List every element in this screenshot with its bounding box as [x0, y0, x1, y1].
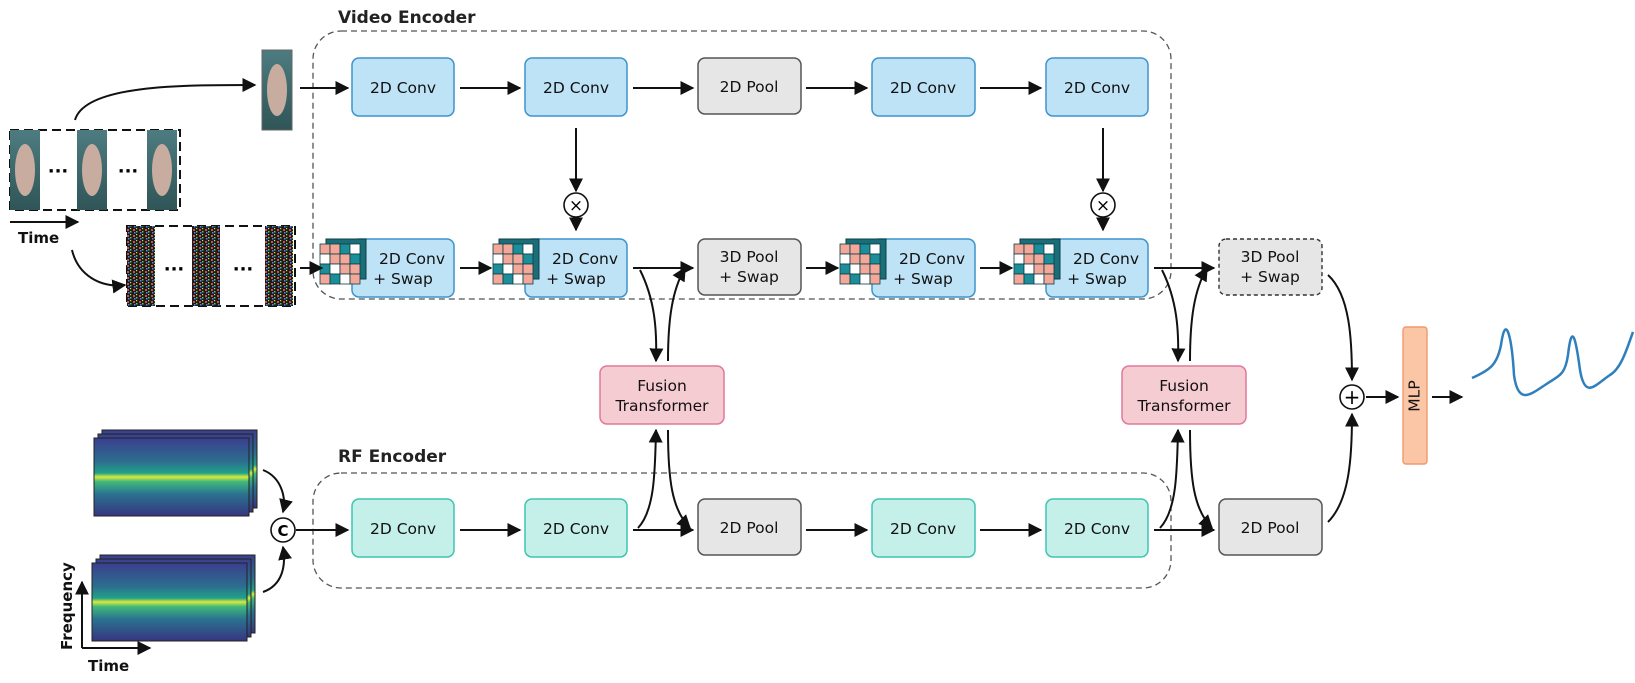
fusion-transformer-2: Fusion Transformer [1121, 365, 1247, 425]
block-label-line2: + Swap [373, 270, 433, 288]
block-label-line2: + Swap [546, 270, 606, 288]
after-rf-pool: 2D Pool [1218, 498, 1323, 556]
swap-cube-icon [319, 238, 367, 285]
video-row1-pool: 2D Pool [697, 57, 802, 115]
block-label: 2D Conv [543, 79, 609, 97]
video-encoder-title: Video Encoder [338, 8, 476, 28]
after-video-pool: 3D Pool + Swap [1218, 238, 1323, 296]
video-row1-block-2: 2D Conv [524, 57, 628, 117]
mlp-block: MLP [1402, 326, 1428, 465]
block-label-line2: + Swap [1240, 268, 1300, 286]
rf-block-1: 2D Conv [351, 498, 455, 558]
video-row2-block-1: 2D Conv + Swap [319, 238, 455, 298]
swap-cube-icon [839, 238, 887, 285]
rf-block-4: 2D Conv [871, 498, 976, 558]
video-row2-block-2: 2D Conv + Swap [492, 238, 628, 298]
multiply-symbol: × [1096, 196, 1110, 216]
block-label: 2D Pool [720, 78, 779, 96]
block-label-line1: 2D Conv [379, 250, 445, 268]
time-label-video: Time [18, 229, 59, 247]
block-label: 2D Conv [1064, 520, 1130, 538]
block-label-line2: + Swap [893, 270, 953, 288]
spectrogram-stack-1 [93, 429, 258, 517]
video-row1-block-1: 2D Conv [351, 57, 455, 117]
video-row2-pool: 3D Pool + Swap [697, 238, 802, 296]
block-label-line2: + Swap [719, 268, 779, 286]
block-label: 2D Pool [1241, 519, 1300, 537]
block-label-line1: Fusion [637, 377, 687, 395]
add-op: + [1339, 384, 1365, 410]
block-label: 2D Pool [720, 519, 779, 537]
block-label-line1: Fusion [1159, 377, 1209, 395]
rf-pool: 2D Pool [697, 498, 802, 556]
block-label-line1: 3D Pool [720, 248, 779, 266]
video-row1-block-5: 2D Conv [1045, 57, 1149, 117]
ellipsis: ··· [118, 161, 139, 182]
block-label: 2D Conv [1064, 79, 1130, 97]
block-label: 2D Conv [890, 520, 956, 538]
rf-encoder-title: RF Encoder [338, 447, 447, 467]
block-label: 2D Conv [370, 79, 436, 97]
rf-block-2: 2D Conv [524, 498, 628, 558]
fusion-transformer-1: Fusion Transformer [599, 365, 725, 425]
block-label: 2D Conv [370, 520, 436, 538]
add-symbol: + [1344, 385, 1361, 409]
video-row2-block-4: 2D Conv + Swap [839, 238, 976, 298]
single-face-frame [261, 49, 293, 131]
video-frame-stack: ··· ··· [9, 129, 181, 211]
concat-op: C [270, 517, 296, 543]
swap-cube-icon [1013, 238, 1061, 285]
video-row1-block-4: 2D Conv [871, 57, 976, 117]
block-label-line2: Transformer [614, 397, 709, 415]
ellipsis: ··· [233, 259, 254, 280]
spectrogram-stack-2 [91, 554, 256, 642]
block-label-line1: 2D Conv [1073, 250, 1139, 268]
multiply-op-2: × [1090, 192, 1116, 218]
multiply-symbol: × [569, 196, 583, 216]
video-row2-block-5: 2D Conv + Swap [1013, 238, 1149, 298]
swap-cube-icon [492, 238, 540, 285]
frequency-label: Frequency [58, 562, 76, 650]
rf-block-5: 2D Conv [1045, 498, 1149, 558]
time-label-rf: Time [88, 657, 129, 675]
block-label-line2: Transformer [1136, 397, 1231, 415]
video-encoder-frame [312, 30, 1172, 300]
block-label-line1: 2D Conv [899, 250, 965, 268]
block-label: 2D Conv [543, 520, 609, 538]
block-label-line2: + Swap [1067, 270, 1127, 288]
connections [71, 78, 1464, 593]
ellipsis: ··· [48, 161, 69, 182]
block-label-line1: 2D Conv [552, 250, 618, 268]
block-label: 2D Conv [890, 79, 956, 97]
block-label-line1: 3D Pool [1241, 248, 1300, 266]
multiply-op-1: × [563, 192, 589, 218]
ellipsis: ··· [164, 259, 185, 280]
mlp-label: MLP [1406, 380, 1424, 411]
output-signal [1471, 328, 1635, 397]
concat-symbol: C [277, 522, 288, 540]
swapped-frame-stack: ··· ··· [126, 225, 296, 307]
